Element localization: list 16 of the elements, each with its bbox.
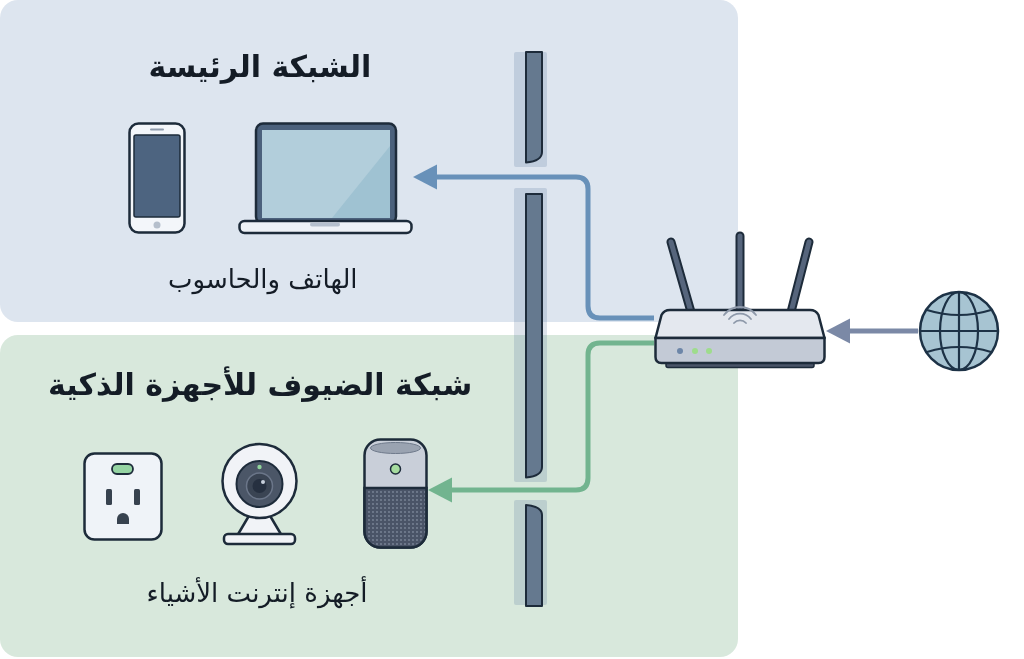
arrow: [413, 164, 654, 321]
device-caption: أجهزة إنترنت الأشياء: [146, 576, 368, 609]
network-panel: [0, 335, 738, 657]
webcam-icon: [220, 442, 299, 546]
arrow: [826, 318, 918, 344]
device-caption: الهاتف والحاسوب: [168, 262, 358, 295]
smart-speaker-icon: [363, 438, 428, 549]
globe-icon: [918, 290, 1000, 372]
arrow: [428, 340, 654, 503]
smartphone-icon: [128, 122, 186, 234]
network-heading: الشبكة الرئيسة: [148, 48, 372, 86]
router-icon: [654, 232, 826, 369]
network-panel: [0, 0, 738, 322]
laptop-icon: [238, 122, 413, 235]
network-heading: شبكة الضيوف للأجهزة الذكية: [48, 366, 473, 404]
wall-outlet-icon: [83, 452, 163, 541]
